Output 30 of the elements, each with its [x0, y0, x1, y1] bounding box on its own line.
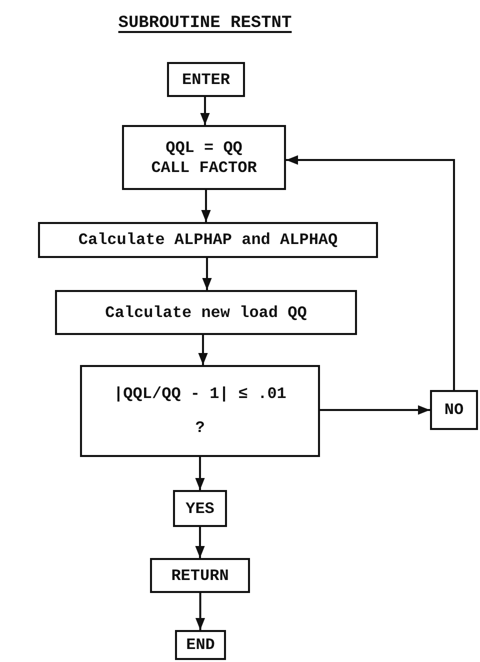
process-box — [150, 558, 250, 593]
box-text: NO — [444, 400, 464, 420]
decision-box — [80, 365, 320, 457]
process-box — [55, 290, 357, 335]
process-box — [430, 390, 478, 430]
question-mark: ? — [195, 418, 205, 438]
arrow — [201, 190, 211, 222]
box-text: YES — [186, 498, 214, 518]
arrow — [320, 405, 430, 415]
arrow — [198, 335, 208, 365]
arrow — [195, 457, 205, 490]
box-text: QQL = QQ — [166, 138, 242, 158]
title: SUBROUTINE RESTNT — [117, 14, 293, 33]
arrow — [200, 97, 210, 125]
box-text: RETURN — [171, 566, 229, 586]
arrow — [286, 155, 455, 390]
process-box — [175, 630, 226, 660]
arrow — [195, 593, 206, 630]
box-text: Calculate ALPHAP and ALPHAQ — [78, 230, 338, 250]
arrow — [202, 258, 212, 290]
process-box — [122, 125, 286, 190]
box-text: END — [186, 635, 215, 655]
box-text: |QQL/QQ - 1| ≤ .01 — [114, 384, 286, 404]
question-mark: CALL FACTOR — [151, 158, 257, 178]
process-box — [167, 62, 245, 97]
process-box — [38, 222, 378, 258]
box-text: Calculate new load QQ — [105, 302, 307, 322]
box-text: ENTER — [182, 70, 230, 90]
arrow — [195, 527, 205, 558]
process-box — [173, 490, 227, 527]
